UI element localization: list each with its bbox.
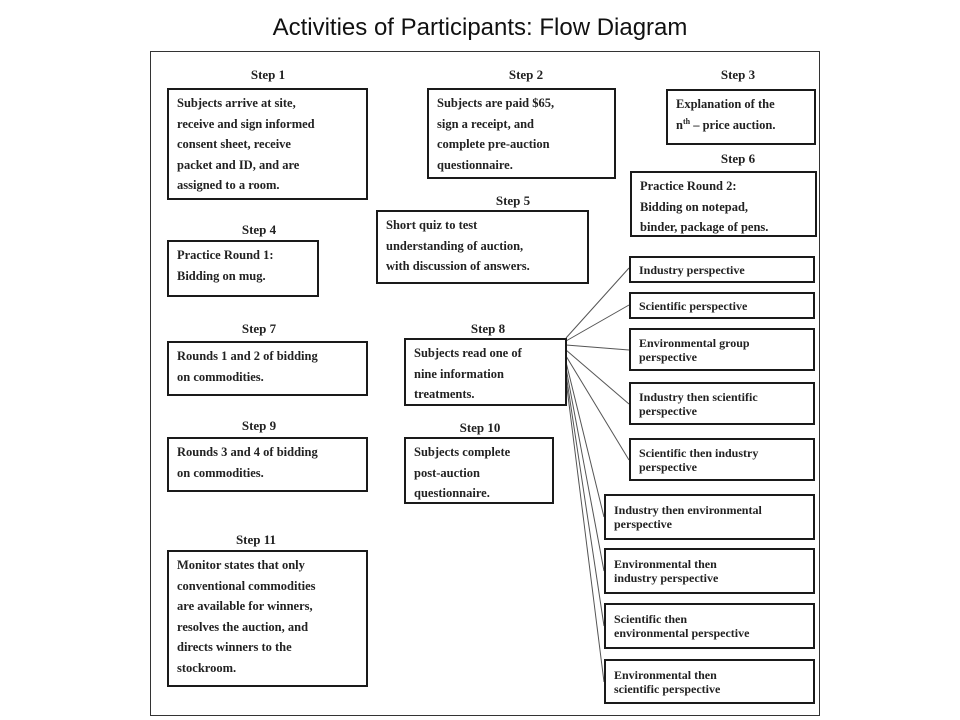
step-9-box: Rounds 3 and 4 of bidding on commodities…: [167, 437, 368, 492]
step-10-box: Subjects complete post-auction questionn…: [404, 437, 554, 504]
treatment-box: Environmental then scientific perspectiv…: [604, 659, 815, 704]
connector-1: [565, 267, 630, 339]
step-3-label: Step 3: [720, 67, 756, 82]
treatment-box: Environmental then industry perspective: [604, 548, 815, 594]
connector-7: [565, 367, 605, 572]
slide-title: Activities of Participants: Flow Diagram: [272, 14, 688, 41]
connector-3: [565, 344, 630, 351]
step-7-label: Step 7: [241, 321, 277, 336]
step-6-box: Practice Round 2: Bidding on notepad, bi…: [630, 171, 817, 237]
step-7-box: Rounds 1 and 2 of bidding on commodities…: [167, 341, 368, 396]
step-11-box: Monitor states that only conventional co…: [167, 550, 368, 687]
connector-8: [565, 373, 605, 627]
connector-6: [565, 361, 605, 518]
step-9-label: Step 9: [241, 418, 277, 433]
diagram-frame: [150, 51, 820, 716]
step-6-label: Step 6: [720, 151, 756, 166]
step-11-label: Step 11: [235, 532, 277, 547]
treatment-box: Industry then environmental perspective: [604, 494, 815, 540]
step-4-box: Practice Round 1: Bidding on mug.: [167, 240, 319, 297]
step-2-box: Subjects are paid $65, sign a receipt, a…: [427, 88, 616, 179]
step-8-label: Step 8: [470, 321, 506, 336]
treatment-box: Industry then scientific perspective: [629, 382, 815, 425]
treatment-box: Scientific then industry perspective: [629, 438, 815, 481]
connector-2: [565, 304, 630, 342]
step-5-label: Step 5: [495, 193, 531, 208]
connector-5: [565, 355, 630, 461]
step-2-label: Step 2: [508, 67, 544, 82]
step-3-box: Explanation of the nth – price auction.: [666, 89, 816, 145]
step-4-label: Step 4: [241, 222, 277, 237]
step-5-box: Short quiz to test understanding of auct…: [376, 210, 589, 284]
connector-4: [565, 349, 630, 405]
treatment-box: Scientific perspective: [629, 292, 815, 319]
step-10-label: Step 10: [459, 420, 501, 435]
treatment-box: Industry perspective: [629, 256, 815, 283]
step-1-box: Subjects arrive at site, receive and sig…: [167, 88, 368, 200]
step-1-label: Step 1: [250, 67, 286, 82]
step-8-box: Subjects read one of nine information tr…: [404, 338, 567, 406]
step-3-line-1: Explanation of the: [676, 97, 775, 111]
step-3-line-2: nth – price auction.: [676, 116, 776, 132]
connector-9: [565, 379, 605, 683]
treatment-box: Scientific then environmental perspectiv…: [604, 603, 815, 649]
treatment-box: Environmental group perspective: [629, 328, 815, 371]
